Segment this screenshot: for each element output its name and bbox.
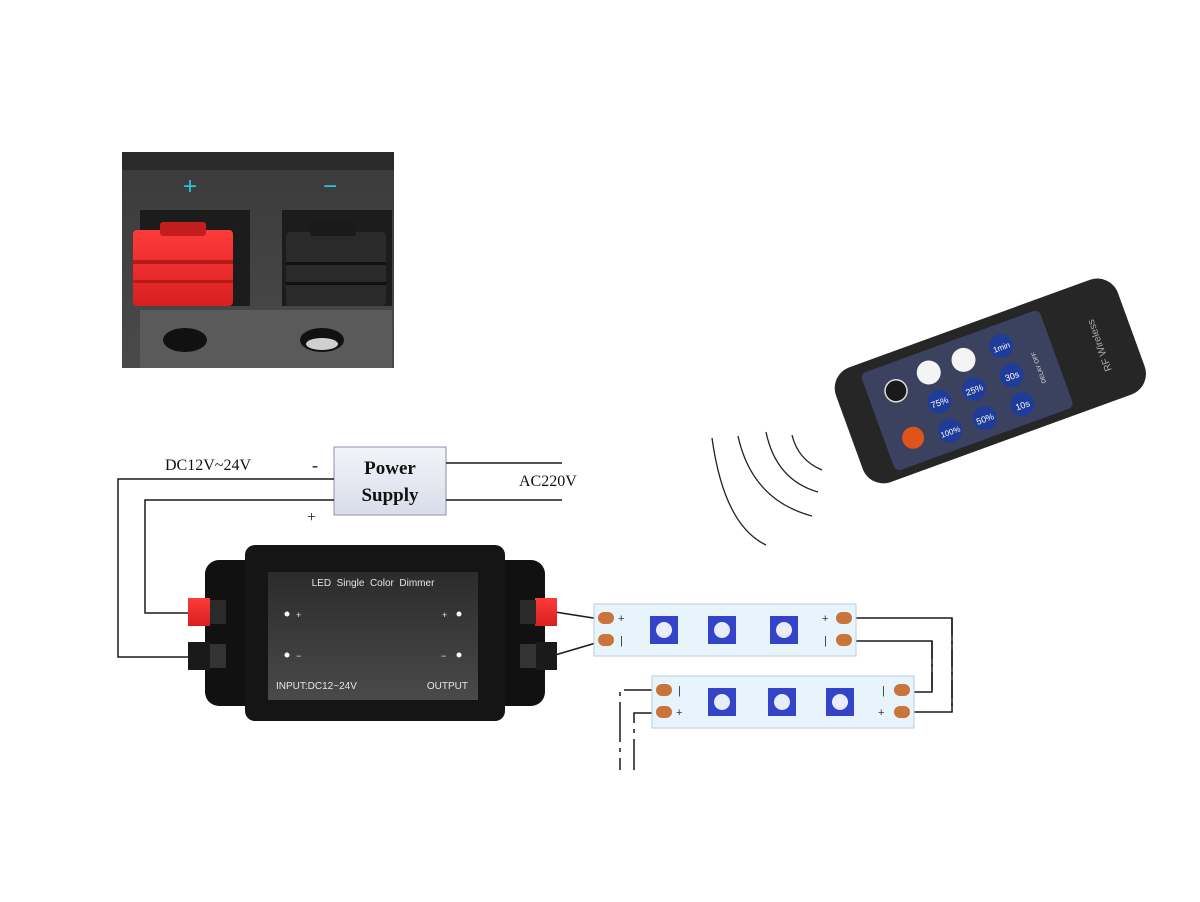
remote-button-10s-label: 10s bbox=[1014, 398, 1032, 413]
remote-button-1min[interactable] bbox=[986, 331, 1017, 362]
rf-signal-waves bbox=[711, 431, 823, 546]
remote-brightness-down-button[interactable] bbox=[913, 357, 944, 388]
led-strip-2: | + | + bbox=[651, 675, 915, 729]
terminal-photo: + − bbox=[122, 152, 394, 368]
led-strip-2-pad-left-minus bbox=[656, 684, 672, 696]
dc-negative-wire bbox=[117, 478, 334, 658]
dimmer-input-negative-clip bbox=[188, 642, 210, 670]
remote-button-75[interactable] bbox=[924, 386, 955, 417]
led-strip-2-right-minus: | bbox=[882, 685, 885, 697]
dc-minus-sign: - bbox=[312, 455, 318, 475]
wires bbox=[117, 462, 953, 770]
remote-standby-button[interactable] bbox=[882, 377, 910, 405]
dc-positive-wire bbox=[144, 499, 334, 614]
strip-link-dash bbox=[931, 618, 953, 712]
terminal-black-clip bbox=[286, 222, 386, 306]
dimmer-input-plus: + bbox=[296, 610, 301, 620]
dimmer-input-positive-clip bbox=[188, 598, 210, 626]
remote-button-25[interactable] bbox=[959, 374, 990, 405]
dimmer-input-label: INPUT:DC12~24V bbox=[276, 681, 357, 692]
dc-voltage-label: DC12V~24V bbox=[165, 457, 251, 474]
terminal-red-clip bbox=[133, 222, 233, 306]
led-strip-2-led-3 bbox=[826, 688, 854, 716]
terminal-hole-positive bbox=[163, 328, 207, 352]
led-strip-2-led-1 bbox=[708, 688, 736, 716]
led-strip-2-pad-right-minus bbox=[894, 684, 910, 696]
terminal-minus-mark: − bbox=[323, 173, 337, 200]
led-strip-1-right-plus: + bbox=[822, 613, 828, 625]
led-strip-1-pad-left-plus bbox=[598, 612, 614, 624]
led-strip-1-led-1 bbox=[650, 616, 678, 644]
led-strip-1-left-plus: + bbox=[618, 613, 624, 625]
led-strip-2-right-plus: + bbox=[878, 707, 884, 719]
led-strip-1-right-minus: | bbox=[824, 635, 827, 647]
power-supply-box bbox=[333, 446, 447, 516]
led-strip-1-pad-right-plus bbox=[836, 612, 852, 624]
terminal-wire-tip bbox=[306, 338, 338, 350]
led-strip-2-left-minus: | bbox=[678, 685, 681, 697]
power-supply-title-line1: Power bbox=[364, 458, 416, 479]
remote-button-30s[interactable] bbox=[996, 360, 1027, 391]
strip2-outlet-negative bbox=[619, 689, 664, 770]
led-strip-1: + | + | bbox=[593, 603, 857, 657]
remote-power-button[interactable] bbox=[899, 424, 927, 452]
ac-voltage-label: AC220V bbox=[519, 473, 577, 490]
dimmer-output-minus: − bbox=[441, 651, 446, 661]
dimmer-title: LED Single Color Dimmer bbox=[312, 578, 435, 589]
dimmer-label-face bbox=[268, 572, 478, 700]
led-strip-2-pad-right-plus bbox=[894, 706, 910, 718]
led-strip-1-pad-left-minus bbox=[598, 634, 614, 646]
led-strip-1-pad-right-minus bbox=[836, 634, 852, 646]
led-strip-2-pad-left-plus bbox=[656, 706, 672, 718]
dimmer-output-negative-clip bbox=[535, 642, 557, 670]
dimmer-output-label: OUTPUT bbox=[427, 681, 468, 692]
terminal-plus-mark: + bbox=[183, 173, 197, 200]
dimmer-input-minus: − bbox=[296, 651, 301, 661]
led-strip-2-led-2 bbox=[768, 688, 796, 716]
led-strip-1-left-minus: | bbox=[620, 635, 623, 647]
dimmer-output-plus: + bbox=[442, 610, 447, 620]
remote-control: 75% 25% 100% 50% 1min 30s 10s DELAY OFF … bbox=[834, 278, 1146, 484]
dimmer-output-positive-clip bbox=[535, 598, 557, 626]
remote-brightness-up-button[interactable] bbox=[948, 344, 979, 375]
led-strip-1-led-3 bbox=[770, 616, 798, 644]
dimmer-controller: LED Single Color Dimmer INPUT:DC12~24V O… bbox=[188, 545, 557, 721]
power-supply-title-line2: Supply bbox=[361, 485, 419, 506]
led-strip-1-led-2 bbox=[708, 616, 736, 644]
remote-button-50[interactable] bbox=[969, 403, 1000, 434]
remote-button-30s-label: 30s bbox=[1004, 369, 1022, 384]
terminal-photo-top-edge bbox=[122, 152, 394, 170]
remote-button-10s[interactable] bbox=[1007, 389, 1038, 420]
power-supply: Power Supply DC12V~24V AC220V - + bbox=[165, 446, 577, 526]
dc-plus-sign: + bbox=[307, 509, 316, 526]
remote-button-100[interactable] bbox=[935, 415, 966, 446]
led-strip-2-left-plus: + bbox=[676, 707, 682, 719]
